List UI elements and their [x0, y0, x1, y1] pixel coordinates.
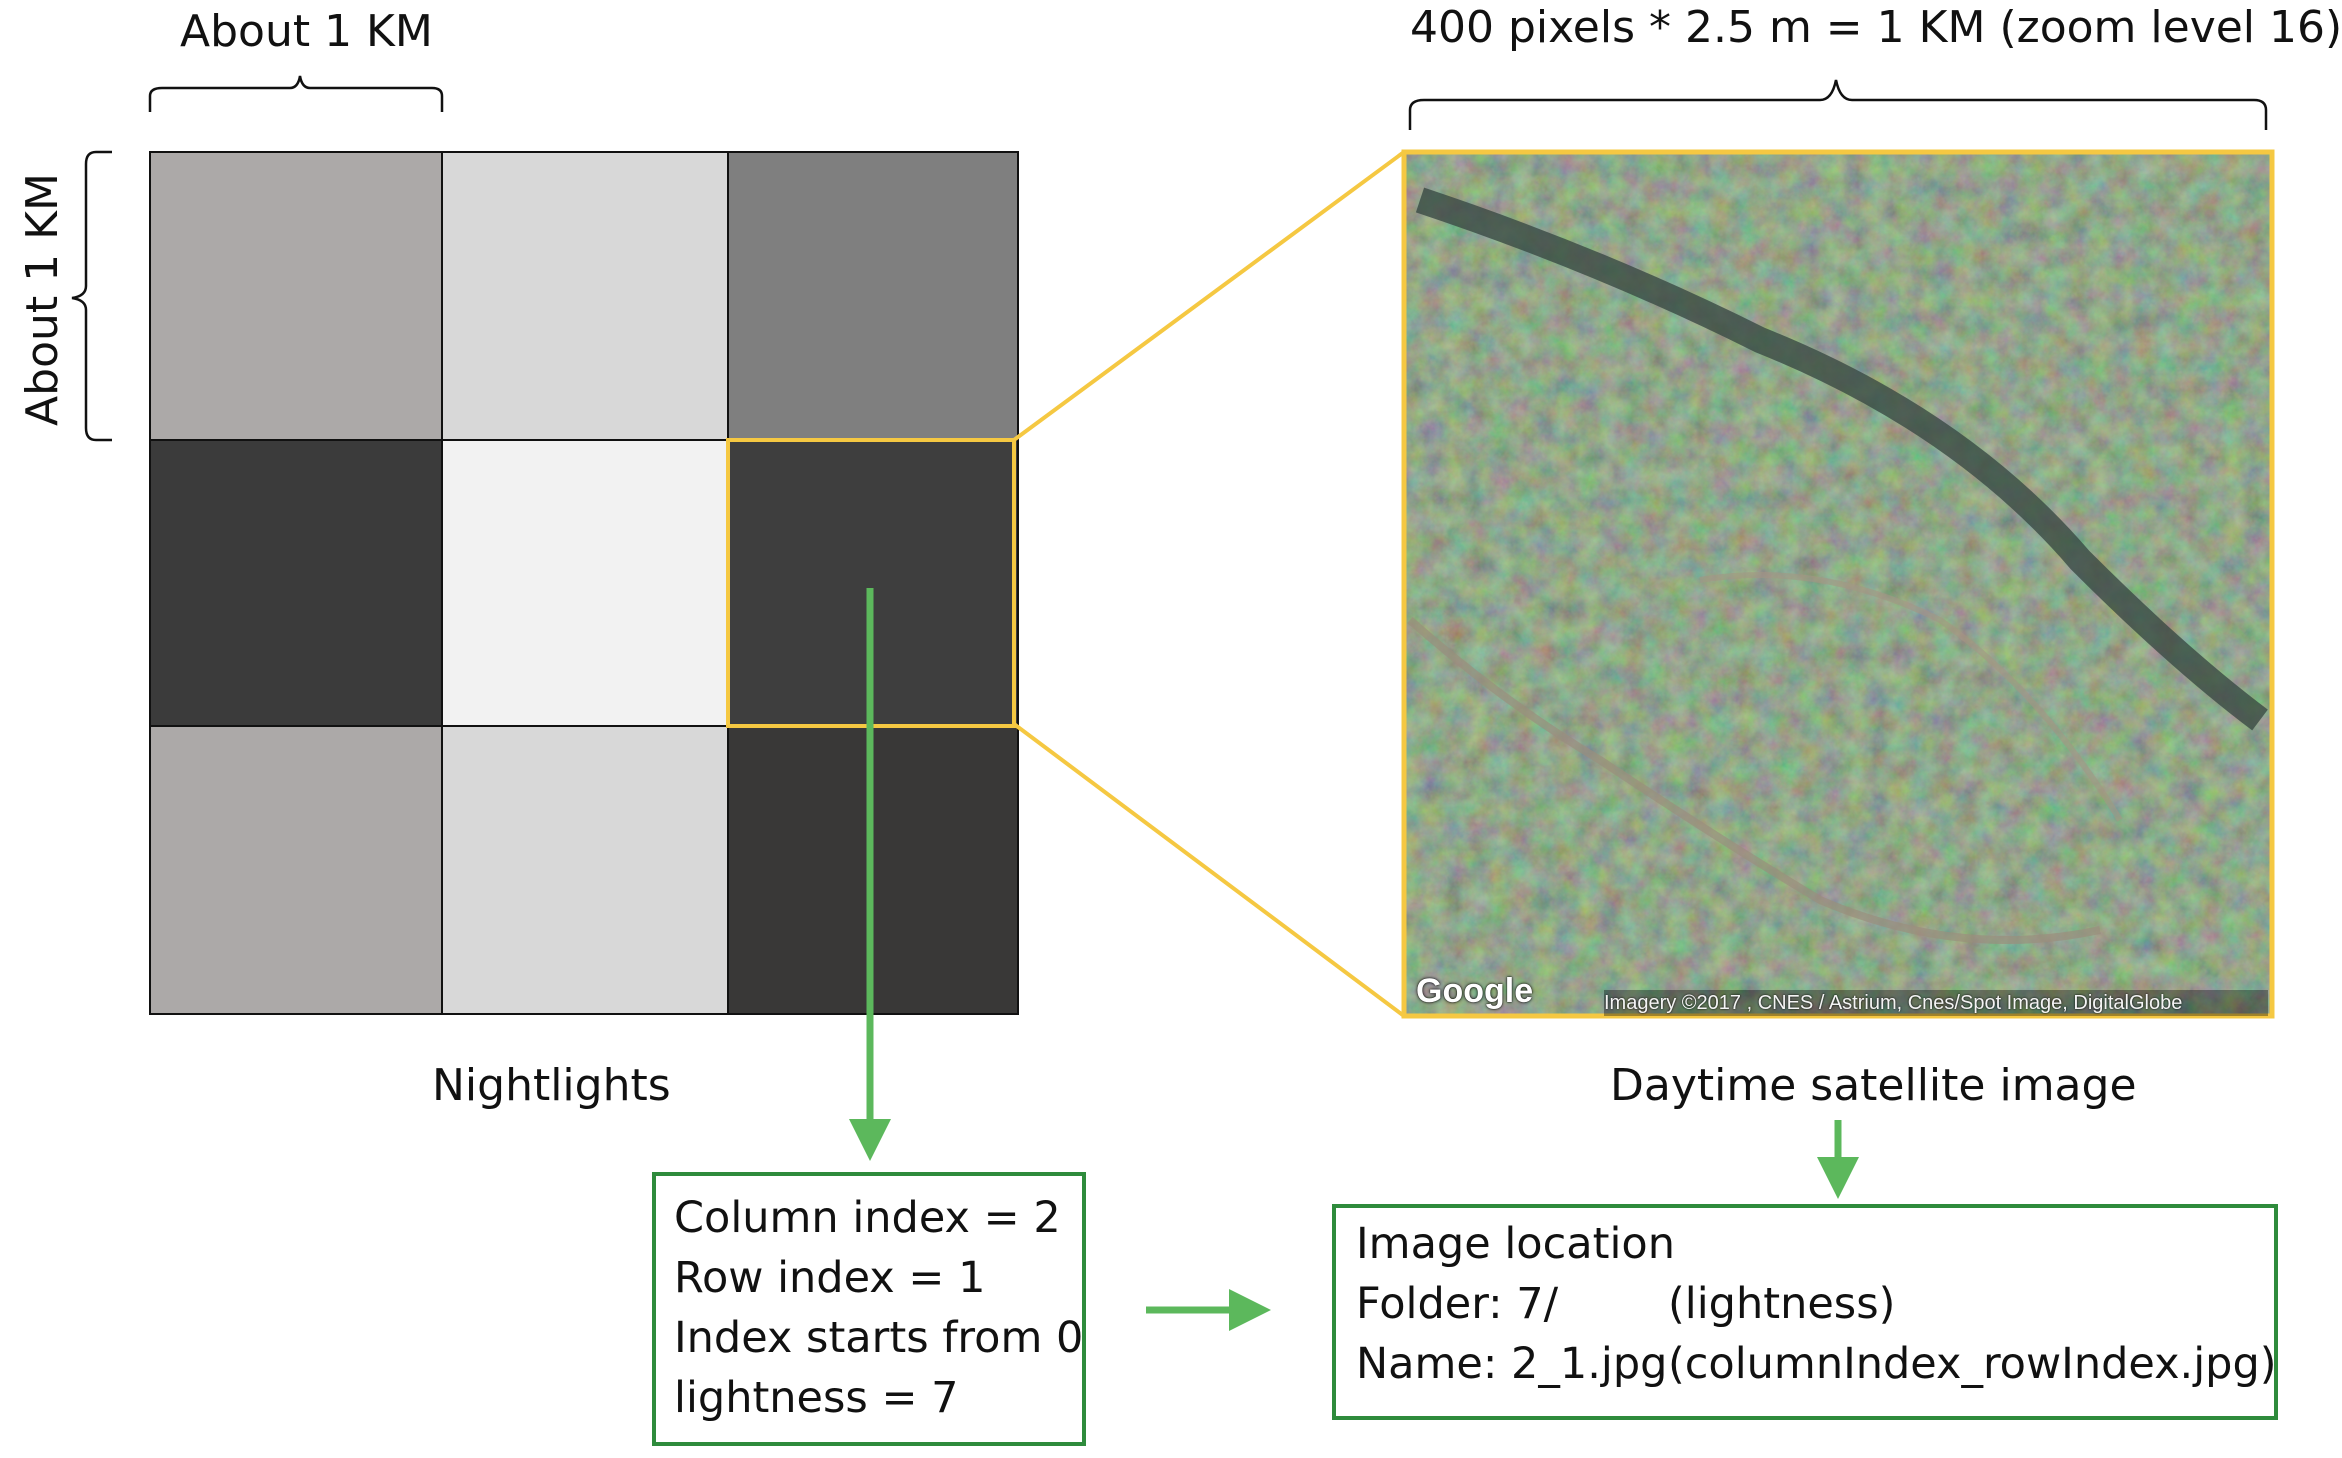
location-folder-note: (lightness) [1668, 1279, 1896, 1329]
diagram-svg [71, 75, 2278, 1446]
location-folder-row: Folder: 7/ (lightness) [1356, 1274, 2277, 1334]
satellite-river [1415, 187, 2268, 731]
location-name-row: Name: 2_1.jpg(columnIndex_rowIndex.jpg) [1356, 1334, 2277, 1394]
zoom-line-top [1012, 150, 1406, 442]
location-box-frame [1332, 1204, 2278, 1420]
index-box-line: Row index = 1 [674, 1253, 986, 1303]
location-name-note: (columnIndex_rowIndex.jpg) [1668, 1339, 2277, 1389]
nightlights-caption: Nightlights [432, 1060, 671, 1111]
top-left-scale-label: About 1 KM [180, 6, 433, 57]
grid-cell-r0-c1 [441, 151, 729, 441]
satellite-image [1401, 149, 2275, 1019]
left-side-scale-label: About 1 KM [16, 173, 68, 426]
location-box: Image location Folder: 7/ (lightness) Nam… [1356, 1214, 2277, 1394]
index-box-line: Column index = 2 [674, 1193, 1061, 1243]
zoom-line-bottom [1012, 722, 1406, 1018]
satellite-road [1407, 617, 2101, 944]
index-box-line: lightness = 7 [674, 1373, 959, 1423]
grid-cell-r0-c2 [727, 151, 1019, 441]
nightlights-grid [149, 151, 1019, 1015]
location-folder-label: Folder: 7/ [1356, 1279, 1559, 1329]
satellite-attribution: Imagery ©2017 , CNES / Astrium, Cnes/Spo… [1604, 992, 2183, 1014]
index-box-frame [652, 1172, 1086, 1446]
grid-cell-r1-c0 [149, 439, 443, 727]
index-box: Column index = 2 Row index = 1 Index sta… [674, 1188, 1083, 1428]
index-box-line: Index starts from 0 [674, 1313, 1084, 1363]
top-right-brace [1408, 79, 2268, 130]
grid-cell-r0-c0 [149, 151, 443, 441]
top-left-brace [148, 75, 444, 112]
google-logo: Google [1416, 972, 1534, 1010]
satellite-caption: Daytime satellite image [1610, 1060, 2137, 1111]
grid-cell-r2-c1 [441, 725, 729, 1015]
grid-cell-r1-c1 [441, 439, 729, 727]
location-name-label: Name: 2_1.jpg [1356, 1339, 1668, 1389]
top-right-scale-label: 400 pixels * 2.5 m = 1 KM (zoom level 16… [1410, 2, 2342, 53]
satellite-road-2 [1699, 572, 2123, 822]
diagram-canvas: About 1 KM About 1 KM 400 pixels * 2.5 m… [16, 2, 2342, 1446]
grid-cell-r2-c0 [149, 725, 443, 1015]
location-box-title: Image location [1356, 1219, 1675, 1269]
left-side-brace [71, 150, 112, 442]
